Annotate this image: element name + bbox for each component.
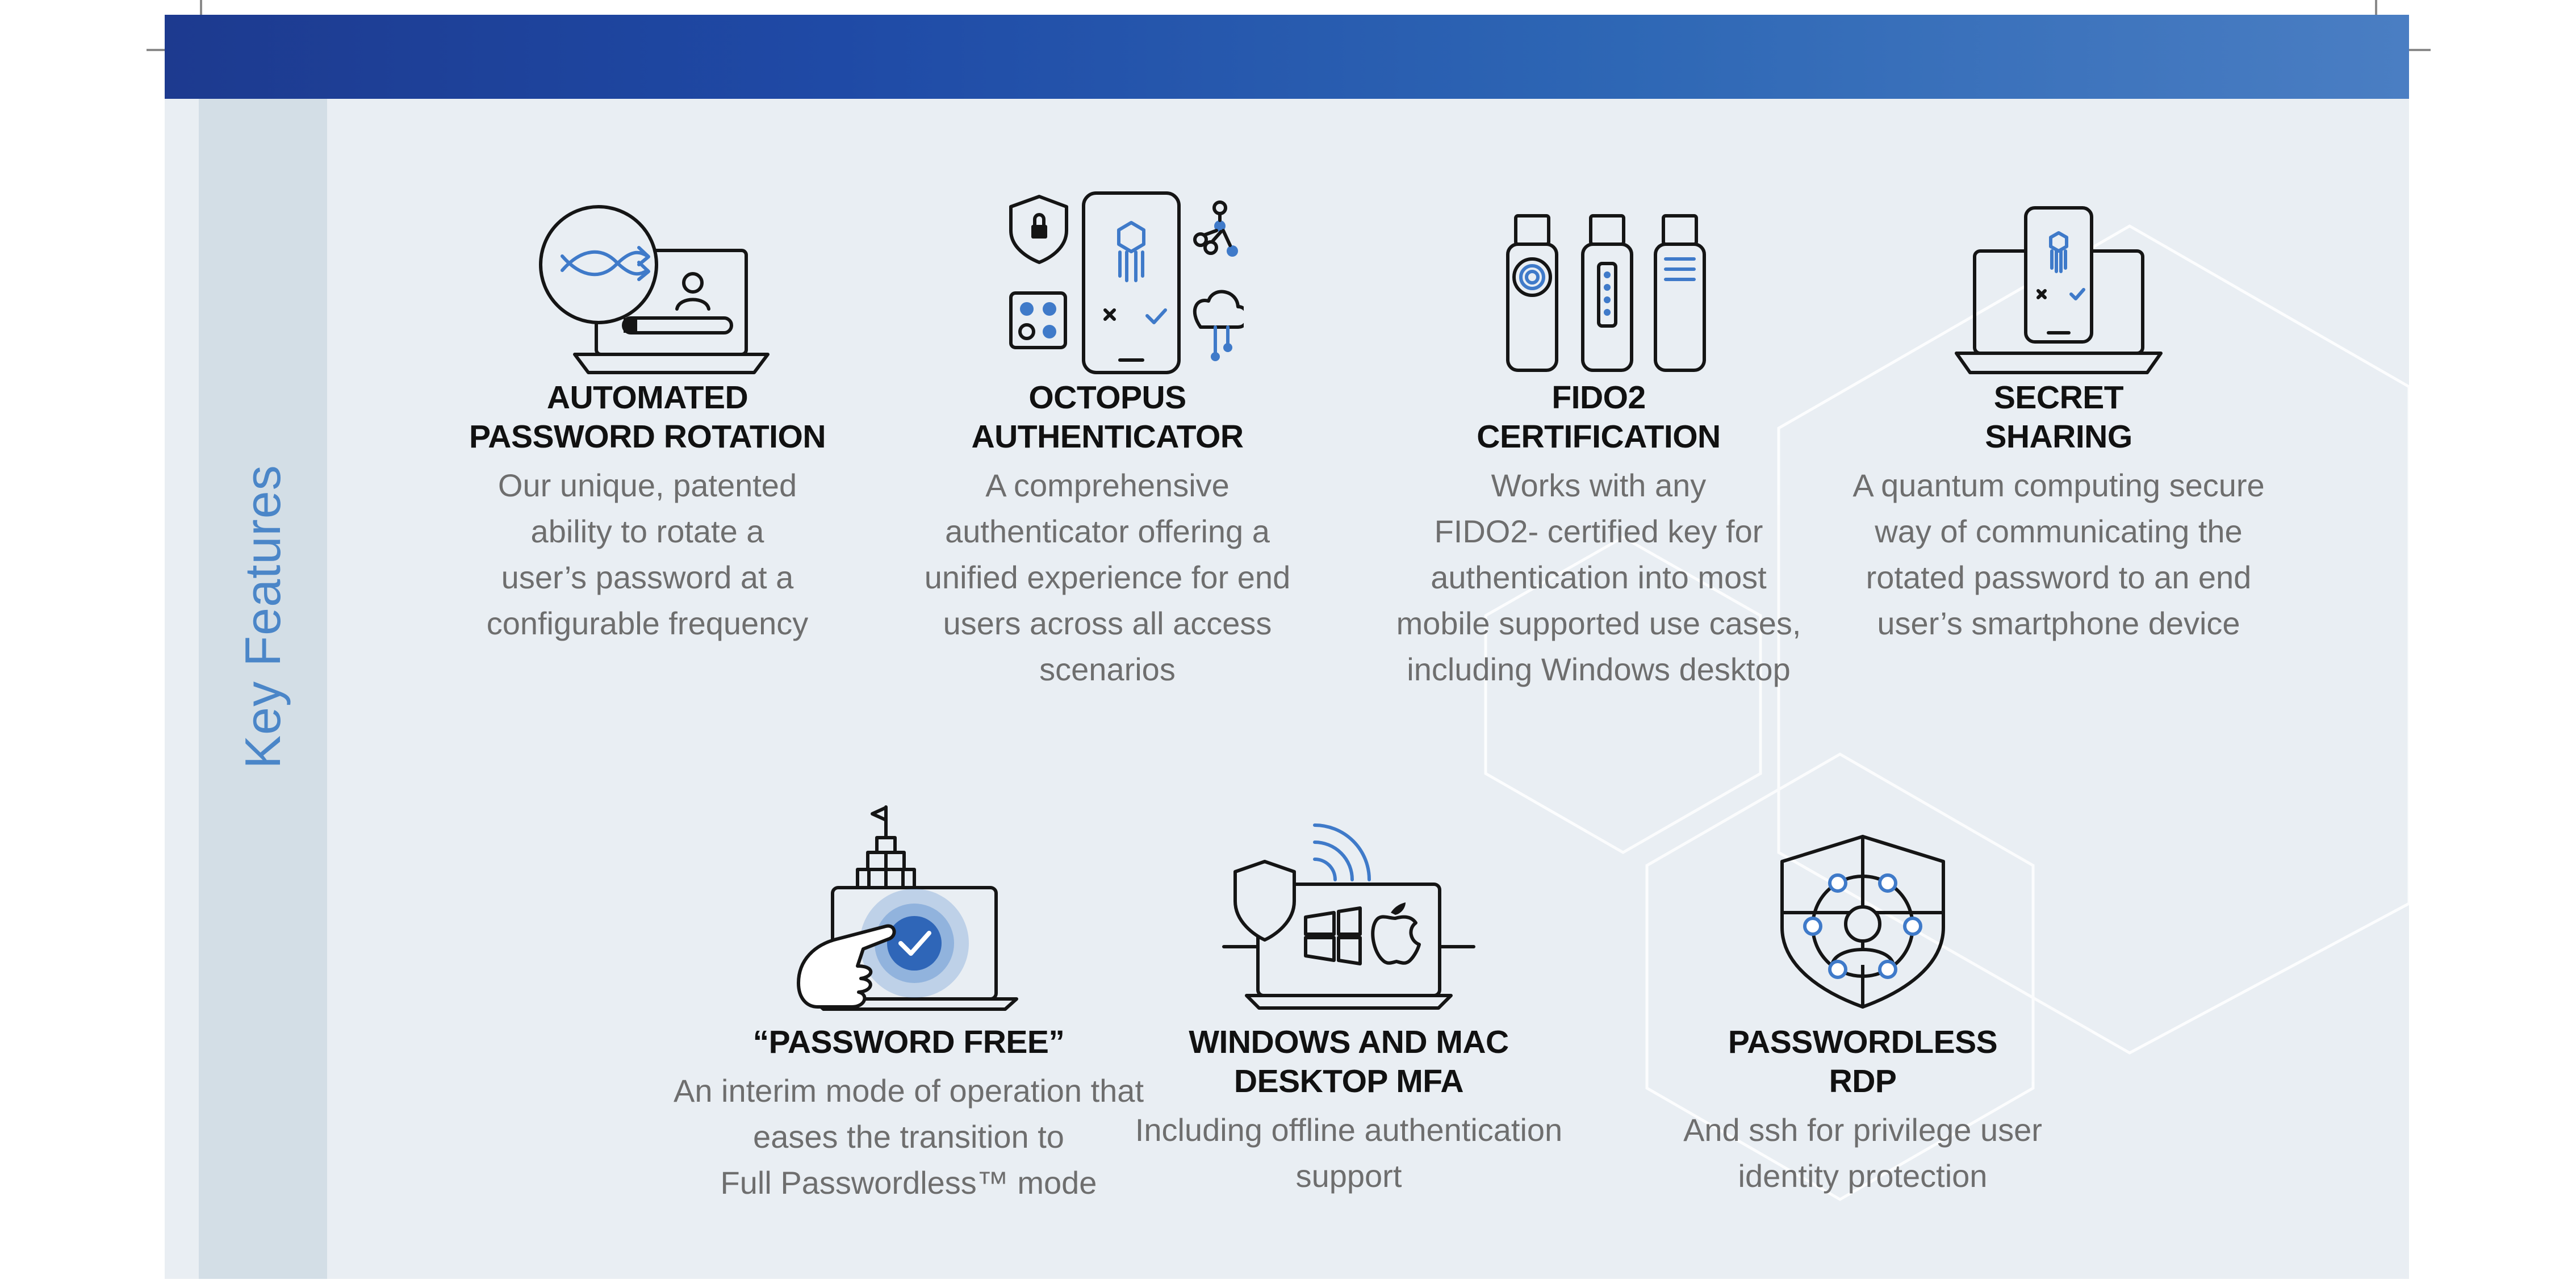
laptop-password-rotation-icon (539, 205, 770, 374)
crop-mark (2398, 49, 2431, 51)
windows-mac-laptop-icon (1222, 823, 1475, 1010)
crop-mark (2375, 0, 2377, 26)
laptop-check-hand-icon (797, 805, 1018, 1011)
feature-description: Works with any FIDO2- certified key for … (1396, 467, 1801, 687)
feature-description: Including offline authentication support (1135, 1112, 1563, 1194)
feature-title: SECRET SHARING (1985, 379, 2132, 455)
hexagon-background (1484, 224, 2409, 1201)
header-band (165, 15, 2409, 99)
feature-password-free: “PASSWORD FREE” An interim mode of opera… (619, 796, 1198, 1206)
feature-windows-mac-desktop-mfa: WINDOWS AND MAC DESKTOP MFA Including of… (1093, 796, 1604, 1199)
crop-mark (200, 0, 202, 26)
feature-description: A quantum computing secure way of commun… (1852, 467, 2265, 641)
crop-mark (147, 49, 179, 51)
feature-title: FIDO2 CERTIFICATION (1477, 379, 1721, 455)
feature-description: An interim mode of operation that eases … (673, 1073, 1144, 1201)
feature-title: “PASSWORD FREE” (752, 1024, 1065, 1060)
feature-secret-sharing: SECRET SHARING A quantum computing secur… (1831, 185, 2286, 646)
feature-description: And ssh for privilege user identity prot… (1683, 1112, 2042, 1194)
section-label: Key Features (235, 465, 291, 769)
side-strip (199, 99, 327, 1279)
feature-passwordless-rdp: PASSWORDLESS RDP And ssh for privilege u… (1653, 796, 2073, 1199)
feature-octopus-authenticator: OCTOPUS AUTHENTICATOR A comprehensive au… (903, 185, 1312, 692)
feature-description: A comprehensive authenticator offering a… (924, 467, 1291, 687)
key-features-panel: Key Features AUTOMATED PASSWORD ROTATION… (165, 15, 2409, 1279)
feature-title: WINDOWS AND MAC DESKTOP MFA (1189, 1024, 1509, 1099)
shield-user-network-icon (1780, 835, 1945, 1009)
feature-title: PASSWORDLESS RDP (1728, 1024, 1998, 1099)
feature-title: OCTOPUS AUTHENTICATOR (971, 379, 1244, 455)
security-keys-icon (1506, 214, 1706, 372)
feature-automated-password-rotation: AUTOMATED PASSWORD ROTATION Our unique, … (443, 185, 852, 646)
mobile-authenticator-icon (1009, 191, 1244, 374)
laptop-phone-share-icon (1955, 206, 2163, 374)
feature-fido2-certification: FIDO2 CERTIFICATION Works with any FIDO2… (1371, 185, 1826, 692)
feature-description: Our unique, patented ability to rotate a… (486, 467, 809, 641)
feature-title: AUTOMATED PASSWORD ROTATION (469, 379, 826, 455)
